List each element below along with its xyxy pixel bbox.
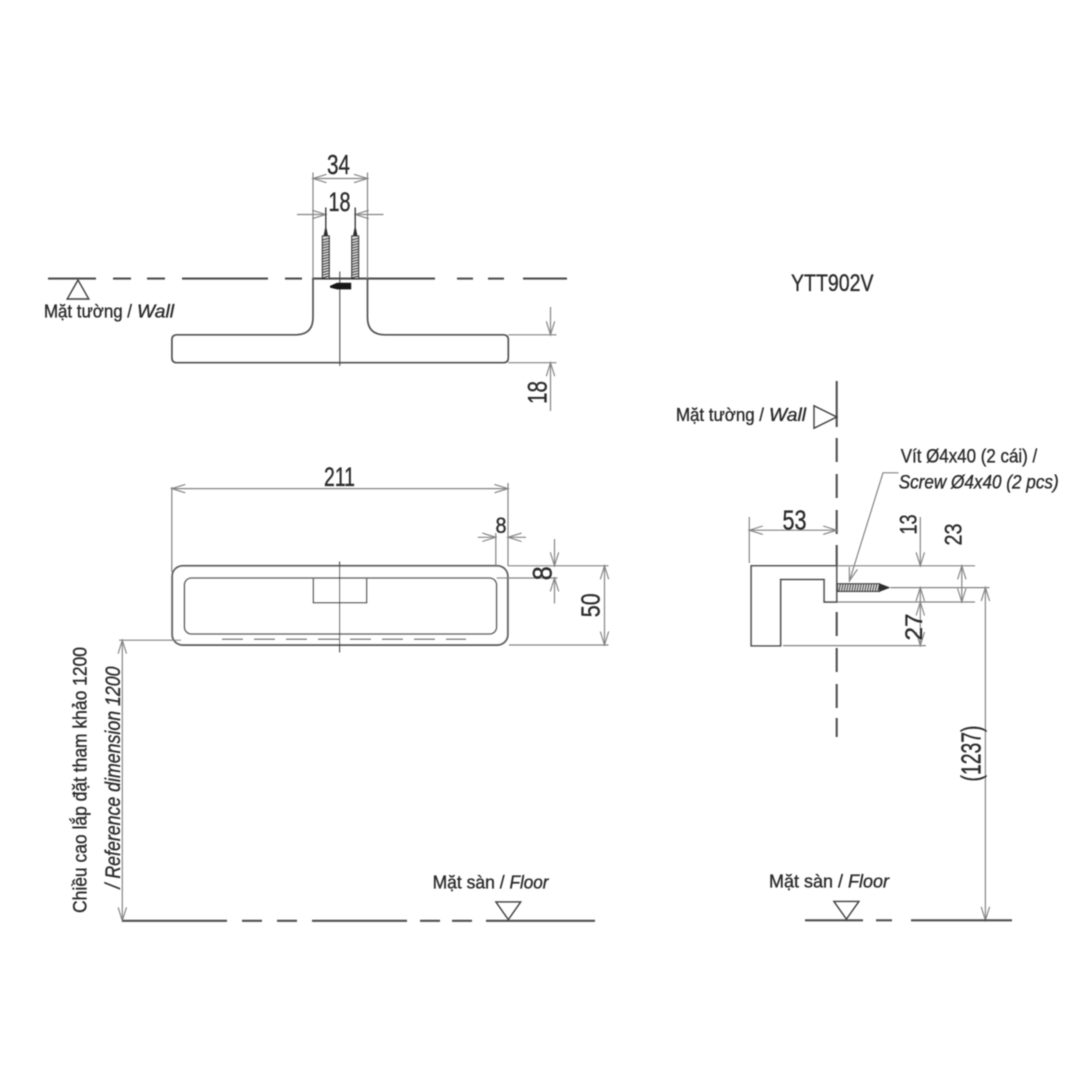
svg-text:Mặt sàn /: Mặt sàn / — [769, 872, 843, 892]
svg-text:/ Reference dimension 1200: / Reference dimension 1200 — [102, 666, 125, 890]
svg-text:Mặt tường /: Mặt tường / — [44, 302, 132, 322]
svg-text:Screw Ø4x40 (2 pcs): Screw Ø4x40 (2 pcs) — [899, 473, 1059, 494]
svg-text:50: 50 — [576, 593, 606, 617]
svg-text:8: 8 — [528, 566, 558, 580]
svg-text:Wall: Wall — [769, 405, 807, 425]
svg-text:8: 8 — [496, 513, 507, 538]
svg-text:Wall: Wall — [137, 302, 175, 322]
svg-text:(1237): (1237) — [956, 726, 987, 782]
svg-text:18: 18 — [329, 187, 351, 217]
svg-text:YTT902V: YTT902V — [791, 270, 874, 297]
svg-text:Floor: Floor — [510, 873, 550, 893]
svg-text:Floor: Floor — [848, 872, 890, 892]
svg-text:211: 211 — [324, 462, 355, 492]
svg-text:Mặt sàn /: Mặt sàn / — [433, 873, 505, 893]
svg-text:Vít Ø4x40 (2 cái) /: Vít Ø4x40 (2 cái) / — [901, 447, 1038, 468]
svg-text:53: 53 — [783, 505, 807, 536]
svg-text:Mặt tường /: Mặt tường / — [676, 405, 764, 425]
svg-text:23: 23 — [941, 524, 968, 546]
svg-text:18: 18 — [523, 381, 553, 404]
svg-text:Chiều cao lắp đặt tham khảo 12: Chiều cao lắp đặt tham khảo 1200 — [70, 647, 92, 913]
svg-text:13: 13 — [896, 515, 923, 535]
svg-text:27: 27 — [901, 614, 928, 641]
svg-text:34: 34 — [327, 149, 350, 180]
